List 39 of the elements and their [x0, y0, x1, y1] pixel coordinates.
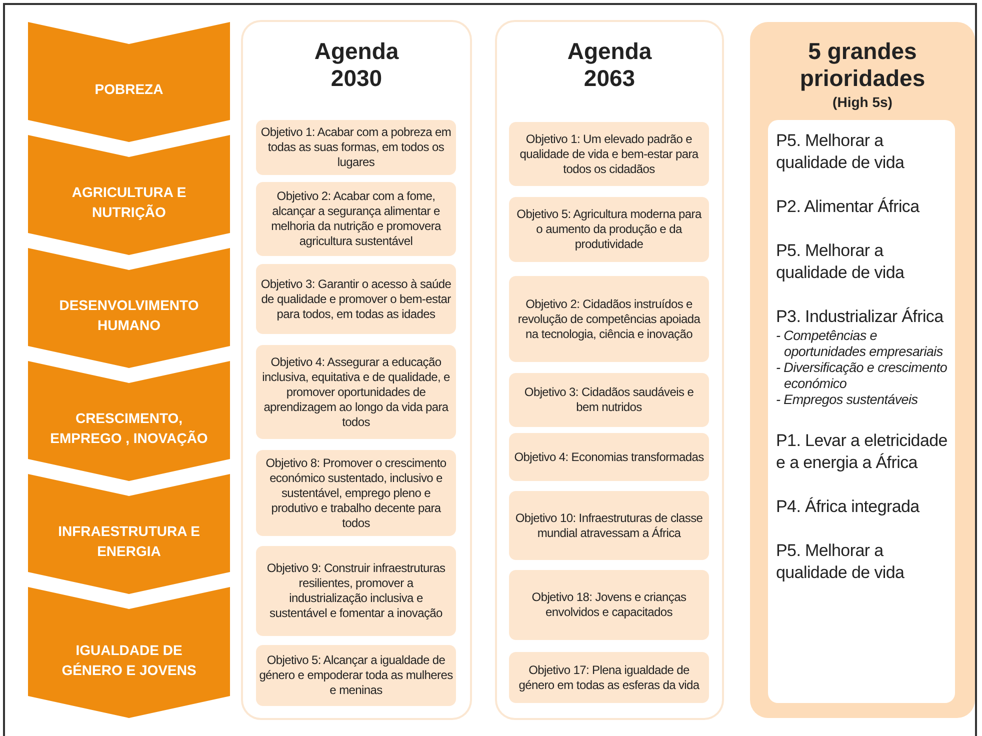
- priority-text: P2. Alimentar África: [776, 196, 921, 218]
- goal-box: Objetivo 18: Jovens e crianças envolvidos e capacitados: [509, 570, 709, 640]
- priority-text: P5. Melhorar a qualidade de vida: [776, 540, 906, 584]
- column-heading: 5 grandes prioridades: [798, 38, 926, 92]
- category-banner: CRESCIMENTO, EMPREGO , INOVAÇÃO: [28, 361, 230, 481]
- column-panel: [750, 22, 975, 718]
- goal-box: Objetivo 4: Assegurar a educação inclusiva, equitativa e de qualidade, e promover oportunidades de aprendizagem ao longo da vida para todos: [256, 345, 456, 439]
- goal-box: Objetivo 17: Plena igualdade de género em todas as esferas da vida: [509, 652, 709, 703]
- priority-text: P1. Levar a eletricidade e a energia a África: [776, 430, 948, 474]
- goal-box: Objetivo 3: Garantir o acesso à saúde de qualidade e promover o bem-estar para todos, em todas as idades: [256, 264, 456, 334]
- priority-text: P5. Melhorar a qualidade de vida: [776, 130, 906, 174]
- column-panel: [243, 22, 470, 718]
- goal-box: Objetivo 1: Um elevado padrão e qualidade de vida e bem-estar para todos os cidadãos: [509, 122, 709, 186]
- category-banner: INFRAESTRUTURA E ENERGIA: [28, 474, 230, 594]
- column-heading: Agenda 2063: [566, 38, 653, 92]
- category-banner: DESENVOLVIMENTO HUMANO: [28, 248, 230, 368]
- column-subheading: (High 5s): [832, 93, 894, 111]
- goal-box: Objetivo 2: Cidadãos instruídos e revolução de competências apoiada na tecnologia, ciência e inovação: [509, 276, 709, 362]
- sub-item-text: - Empregos sustentáveis: [776, 392, 919, 408]
- goal-box: Objetivo 1: Acabar com a pobreza em todas as suas formas, em todos os lugares: [256, 120, 456, 175]
- goal-box: Objetivo 2: Acabar com a fome, alcançar a segurança alimentar e melhoria da nutrição e promovera agricultura sustentável: [256, 182, 456, 256]
- category-banner: POBREZA: [28, 22, 230, 142]
- sub-item-text: - Diversificação e crescimento económico: [776, 360, 948, 392]
- column-heading: Agenda 2030: [313, 38, 400, 92]
- priority-text: P3. Industrializar África: [776, 306, 945, 328]
- sub-item-text: - Competências e oportunidades empresariais: [776, 328, 944, 360]
- goal-box: Objetivo 9: Construir infraestruturas resilientes, promover a industrialização inclusiva e sustentável e fomentar a inovação: [256, 546, 456, 636]
- list-card: [768, 120, 955, 703]
- category-banner: IGUALDADE DE GÉNERO E JOVENS: [28, 587, 230, 718]
- priority-text: P5. Melhorar a qualidade de vida: [776, 240, 906, 284]
- goal-box: Objetivo 4: Economias transformadas: [509, 433, 709, 481]
- goal-box: Objetivo 8: Promover o crescimento económico sustentado, inclusivo e sustentável, emprego pleno e produtivo e trabalho decente para todos: [256, 450, 456, 536]
- column-panel: [497, 22, 722, 718]
- category-banner: AGRICULTURA E NUTRIÇÃO: [28, 135, 230, 255]
- goal-box: Objetivo 10: Infraestruturas de classe mundial atravessam a África: [509, 491, 709, 560]
- priority-text: P4. África integrada: [776, 496, 921, 518]
- goal-box: Objetivo 5: Agricultura moderna para o aumento da produção e da produtividade: [509, 197, 709, 262]
- goal-box: Objetivo 5: Alcançar a igualdade de género e empoderar toda as mulheres e meninas: [256, 645, 456, 706]
- goal-box: Objetivo 3: Cidadãos saudáveis e bem nutridos: [509, 373, 709, 427]
